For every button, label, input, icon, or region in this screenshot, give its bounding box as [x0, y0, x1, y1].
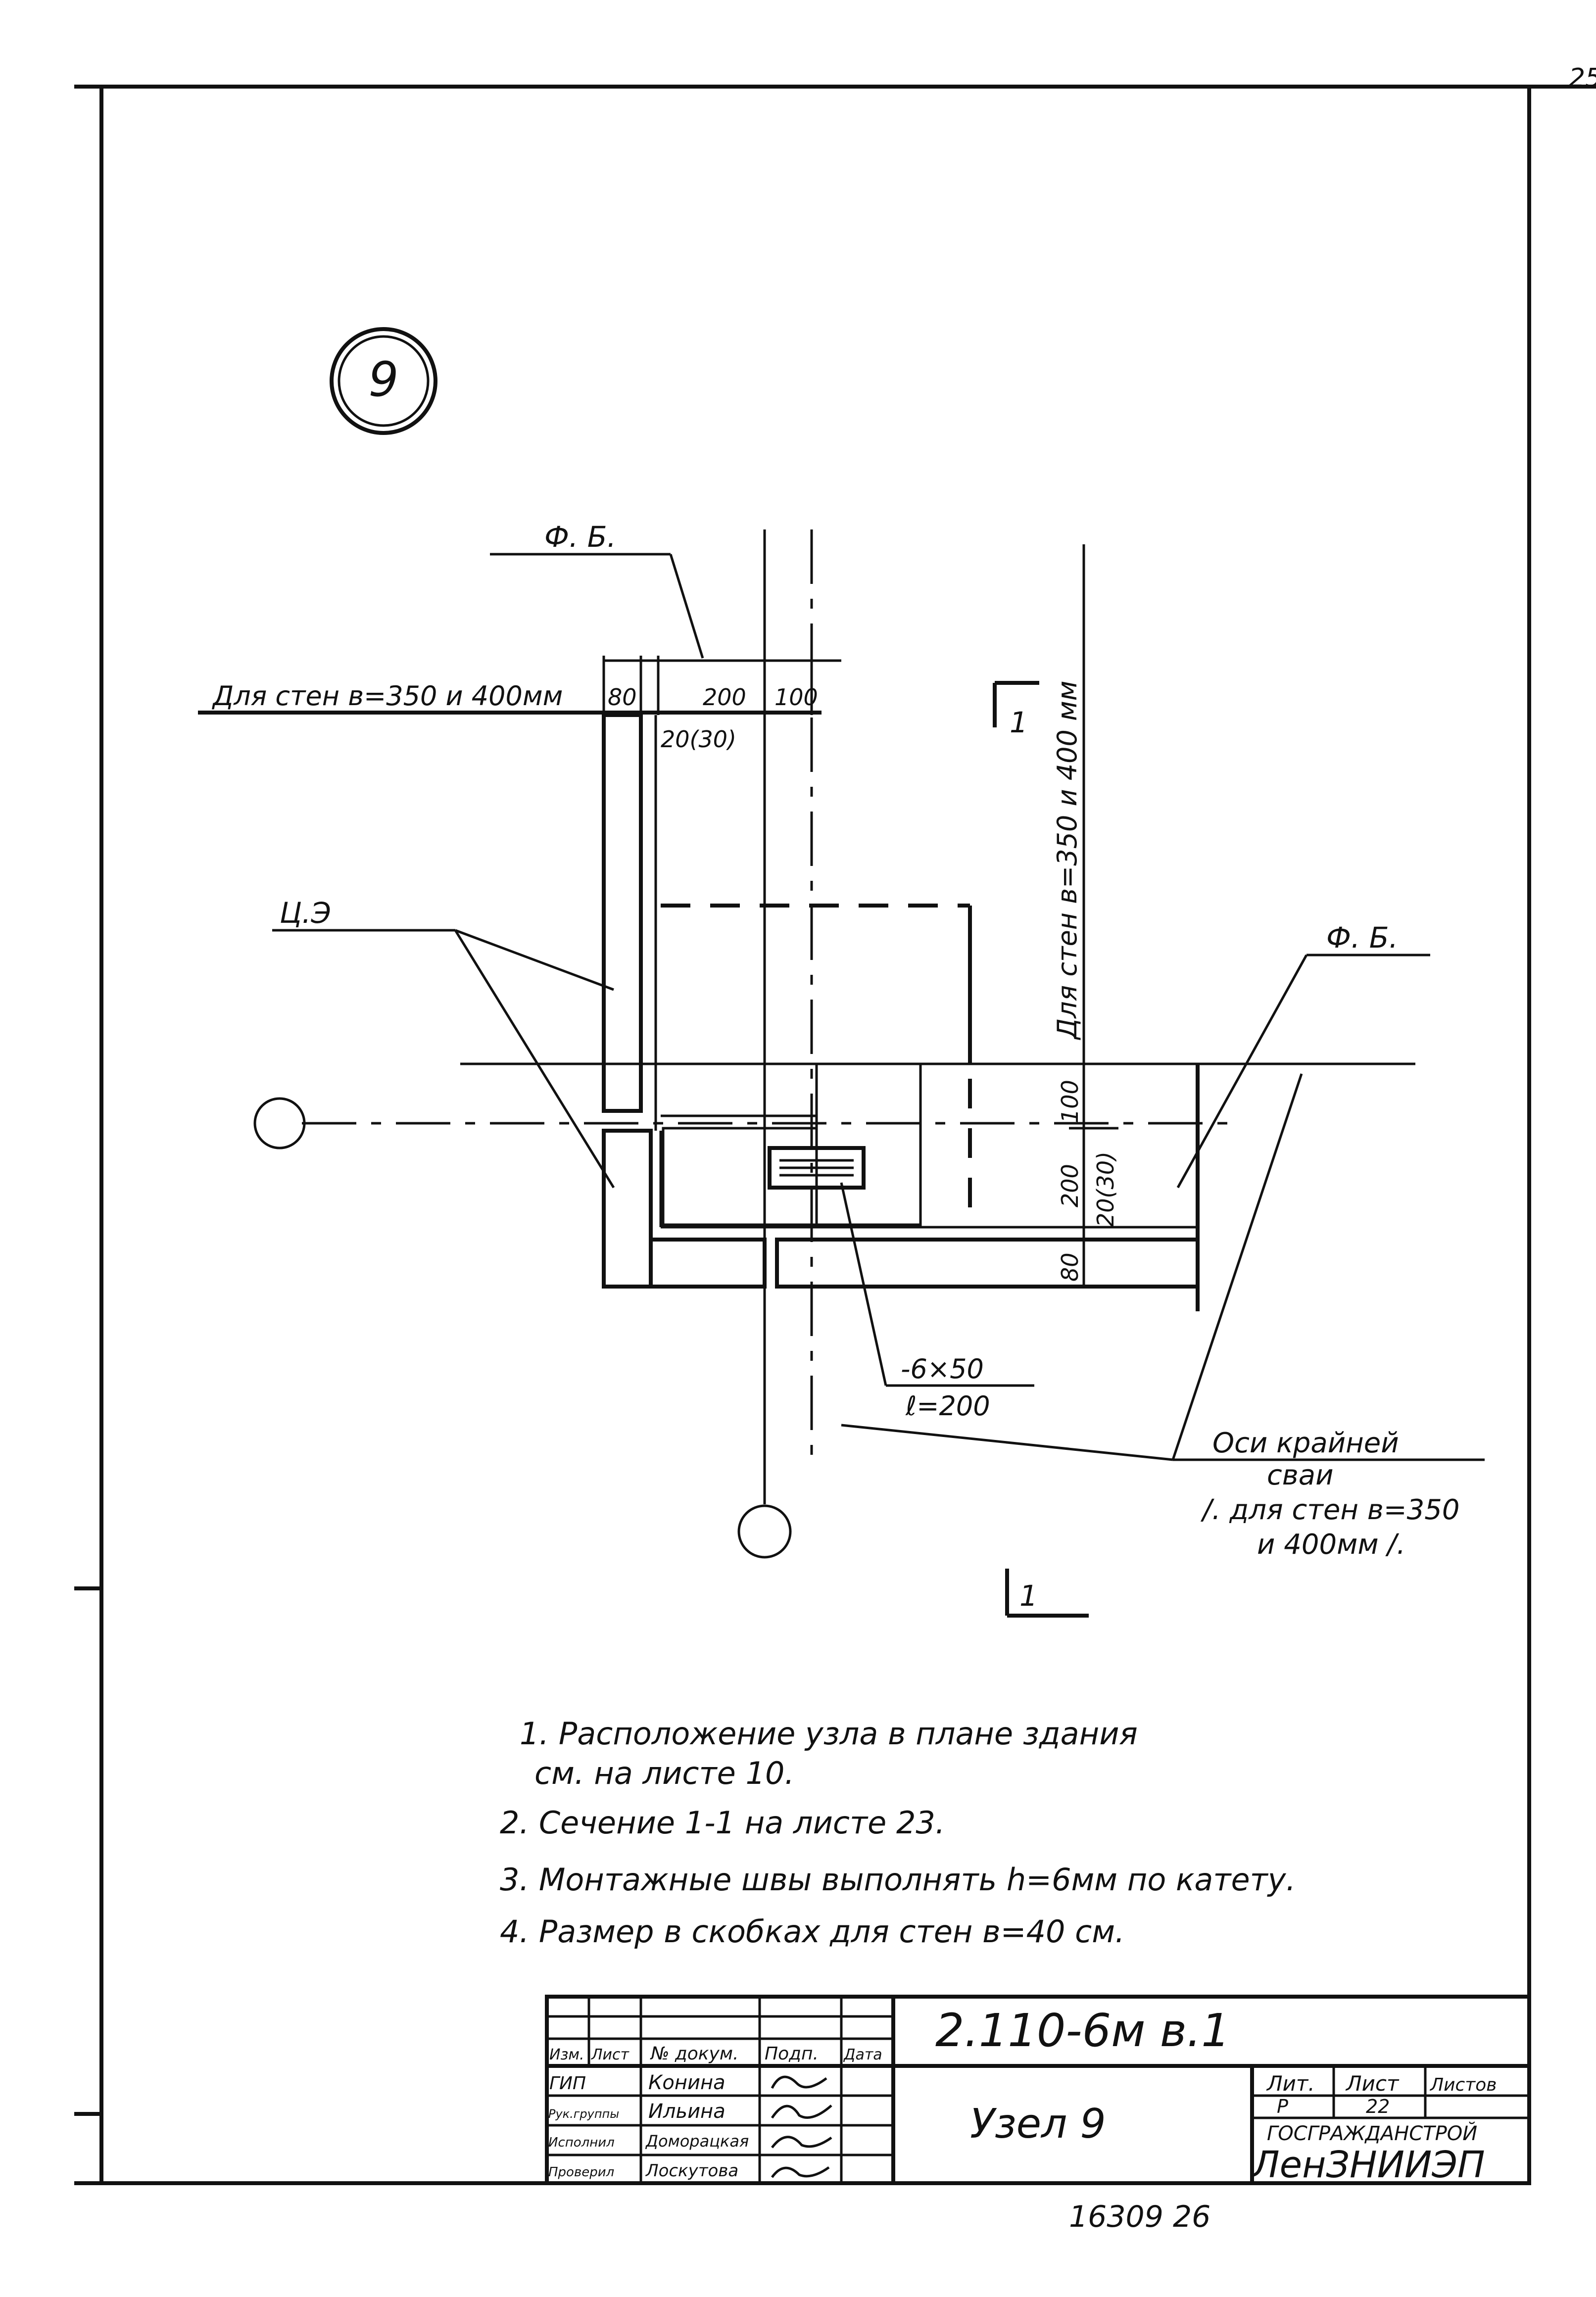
section-mark-top: 1 — [1010, 706, 1028, 739]
plate-length-label: ℓ=200 — [905, 1390, 990, 1422]
dim-20-30-side: 20(30) — [1092, 1151, 1119, 1227]
header-date: Дата — [843, 2046, 882, 2063]
label-walls-horizontal: Для стен в=350 и 400мм — [212, 680, 563, 712]
row-role-gip: ГИП — [549, 2073, 586, 2094]
row-role-checker: Проверил — [548, 2165, 614, 2180]
plate-size-label: -6×50 — [901, 1353, 984, 1385]
note-3: 3. Монтажные швы выполнять h=6мм по кате… — [500, 1862, 1296, 1898]
dim-200-top: 200 — [703, 684, 746, 711]
row-name-executor: Доморацкая — [645, 2132, 749, 2151]
dim-20-30-top: 20(30) — [661, 726, 736, 753]
title-block-doc-code: 2.110-6м в.1 — [935, 2004, 1230, 2057]
label-fb-right: Ф. Б. — [1326, 921, 1398, 955]
org-line1: ГОСГРАЖДАНСТРОЙ — [1267, 2121, 1477, 2145]
header-sign: Подп. — [765, 2044, 819, 2064]
dim-100-side: 100 — [1057, 1080, 1083, 1123]
label-ce: Ц.Э — [280, 896, 331, 930]
note-4: 4. Размер в скобках для стен в=40 см. — [500, 1914, 1125, 1950]
row-name-checker: Лоскутова — [645, 2161, 738, 2181]
row-name-group-lead: Ильина — [648, 2100, 725, 2123]
label-walls-vertical: Для стен в=350 и 400 мм — [1052, 681, 1083, 1040]
row-name-gip: Конина — [648, 2071, 725, 2094]
note-1: 1. Расположение узла в плане здания — [520, 1716, 1138, 1752]
corner-sheet-number: 25 — [1569, 63, 1596, 93]
node-marker-number: 9 — [368, 352, 398, 407]
pile-axes-line2: сваи — [1267, 1459, 1334, 1491]
signatures — [771, 2075, 832, 2178]
dim-200-side: 200 — [1057, 1164, 1083, 1207]
node-marker — [330, 327, 437, 435]
dim-80-side: 80 — [1057, 1252, 1083, 1282]
dim-100-top: 100 — [774, 684, 818, 711]
note-1-continued: см. на листе 10. — [534, 1755, 794, 1791]
pile-axes-line3: /. для стен в=350 — [1200, 1494, 1460, 1526]
label-sheets: Листов — [1429, 2075, 1497, 2095]
value-lit: Р — [1277, 2096, 1288, 2117]
row-role-executor: Исполнил — [548, 2135, 615, 2150]
note-2: 2. Сечение 1-1 на листе 23. — [500, 1805, 945, 1841]
bottom-stamp: 16309 26 — [1069, 2200, 1210, 2234]
label-sheet: Лист — [1345, 2071, 1400, 2096]
header-list: Лист — [591, 2046, 630, 2063]
title-block-title: Узел 9 — [970, 2101, 1106, 2148]
title-block — [545, 1995, 1531, 2185]
pile-axes-line4: и 400мм /. — [1257, 1529, 1405, 1561]
row-role-group-lead: Рук.группы — [548, 2107, 619, 2121]
header-izm: Изм. — [549, 2046, 584, 2063]
value-sheet: 22 — [1366, 2096, 1390, 2117]
label-fb-top: Ф. Б. — [544, 520, 616, 554]
label-lit: Лит. — [1266, 2071, 1315, 2096]
dim-80-top: 80 — [608, 684, 637, 711]
pile-axes-line1: Оси крайней — [1212, 1427, 1399, 1459]
header-doc-no: № докум. — [650, 2044, 738, 2064]
section-mark-bottom: 1 — [1019, 1579, 1038, 1613]
org-line2: ЛенЗНИИЭП — [1251, 2144, 1485, 2186]
node-plan — [198, 529, 1485, 1618]
